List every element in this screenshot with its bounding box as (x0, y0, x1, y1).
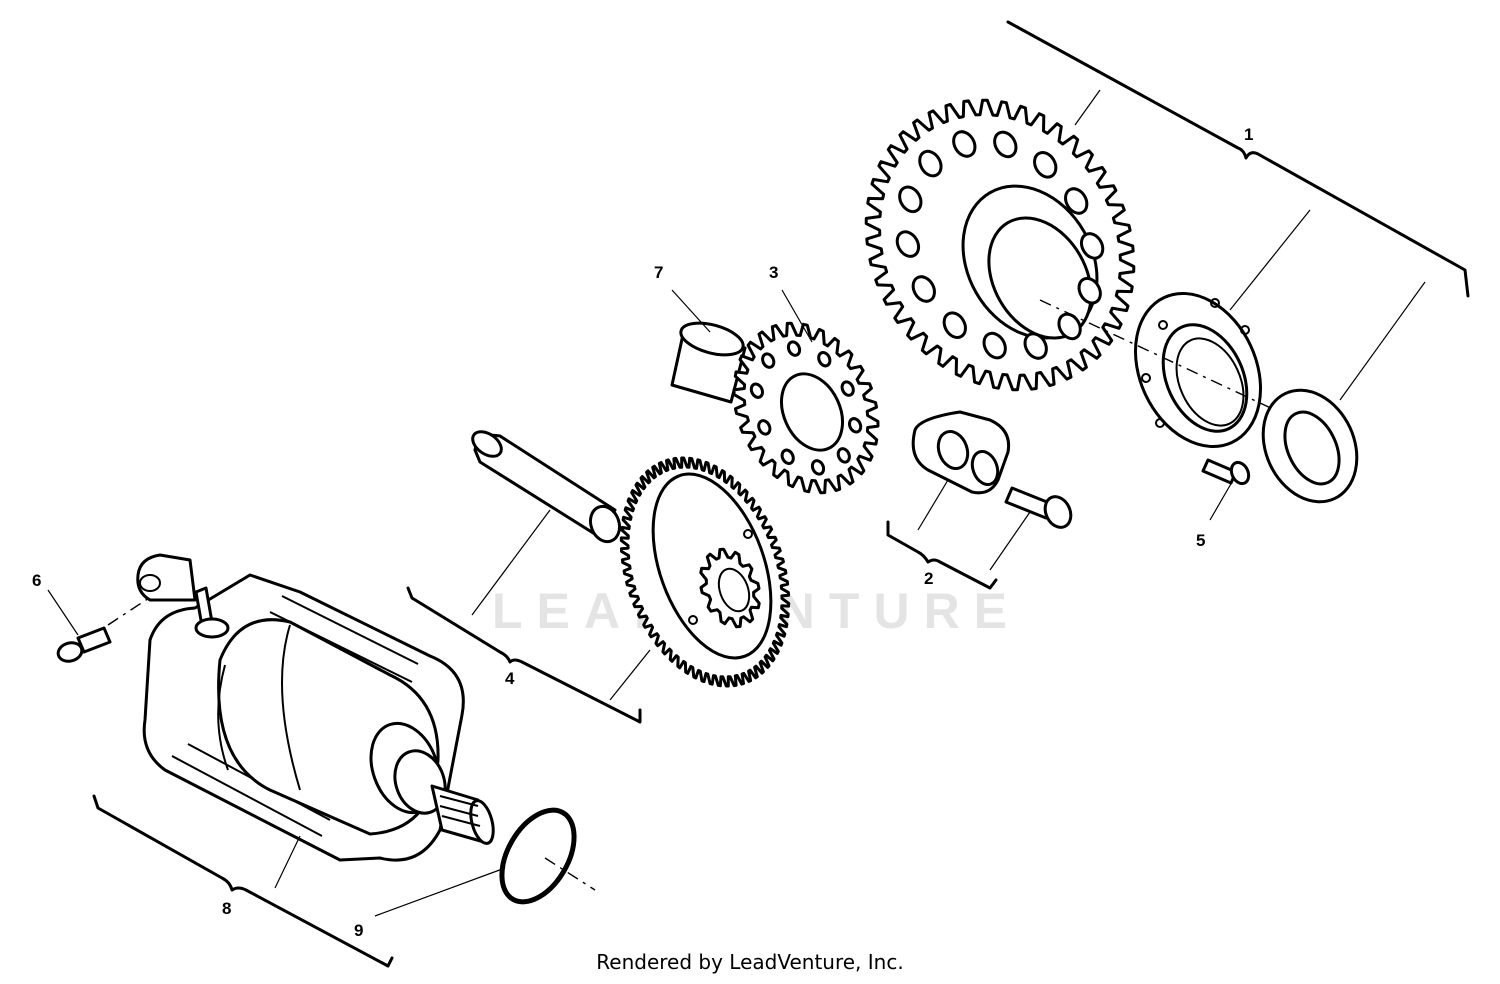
callout-7: 7 (654, 263, 663, 282)
gear-lightening-hole (952, 130, 977, 158)
gear-lightening-hole (1064, 187, 1089, 215)
callout-5: 5 (1196, 531, 1205, 550)
idle-gear[interactable] (732, 321, 880, 495)
gear-lightening-hole (1077, 276, 1102, 305)
gear-lightening-hole (761, 352, 776, 369)
starter-reduction-gear[interactable] (619, 456, 793, 688)
gear-bushing[interactable] (670, 317, 747, 404)
gear-flange-plate[interactable] (1112, 273, 1285, 467)
callout-8: 8 (222, 899, 231, 918)
gear-lightening-hole (898, 185, 923, 214)
gear-lightening-hole (757, 419, 772, 436)
large-driven-gear[interactable] (864, 98, 1136, 392)
gear-lightening-hole (780, 448, 795, 466)
starter-mount-bolt[interactable] (56, 626, 112, 664)
gear-shaft-pin[interactable] (468, 427, 624, 546)
gear-lightening-hole (1033, 151, 1058, 179)
bracket-8 (92, 794, 394, 968)
flange-bolt[interactable] (1201, 458, 1252, 487)
starter-motor[interactable] (136, 553, 498, 862)
callout-3: 3 (769, 263, 778, 282)
gear-lightening-hole (895, 230, 921, 258)
gear-lightening-hole (1079, 232, 1105, 260)
gear-lightening-hole (749, 382, 765, 399)
callout-2: 2 (924, 569, 933, 588)
gear-lightening-hole (810, 459, 826, 476)
callout-6: 6 (32, 571, 41, 590)
leader-lines (47, 89, 1426, 917)
callout-4: 4 (505, 669, 515, 688)
assembly-centerlines (107, 299, 1276, 891)
callout-labels: 1 2 3 4 5 6 7 8 9 (32, 125, 1253, 940)
bracket-4 (406, 586, 642, 724)
callout-9: 9 (354, 921, 363, 940)
bracket-bolt[interactable] (1004, 486, 1076, 532)
gear-lightening-hole (1057, 312, 1082, 341)
gear-lightening-hole (942, 311, 967, 339)
gear-lightening-hole (918, 149, 943, 178)
group-brackets (92, 20, 1470, 968)
gear-lightening-hole (840, 380, 855, 397)
gear-lightening-hole (911, 275, 936, 303)
footer-credit: Rendered by LeadVenture, Inc. (596, 950, 904, 974)
gear-lightening-hole (817, 350, 832, 368)
shaft-holder-bracket[interactable] (911, 410, 1011, 495)
starter-o-ring[interactable] (487, 798, 589, 915)
gear-lightening-hole (993, 130, 1018, 159)
gear-lightening-hole (1023, 332, 1048, 360)
bracket-1 (1006, 20, 1470, 298)
bracket-2 (886, 520, 998, 590)
callout-1: 1 (1244, 125, 1253, 144)
gear-lightening-hole (982, 331, 1007, 360)
gear-lightening-hole (836, 447, 851, 464)
gear-lightening-hole (847, 417, 863, 434)
gear-lightening-hole (786, 340, 802, 357)
collar-ring[interactable] (1246, 375, 1375, 517)
